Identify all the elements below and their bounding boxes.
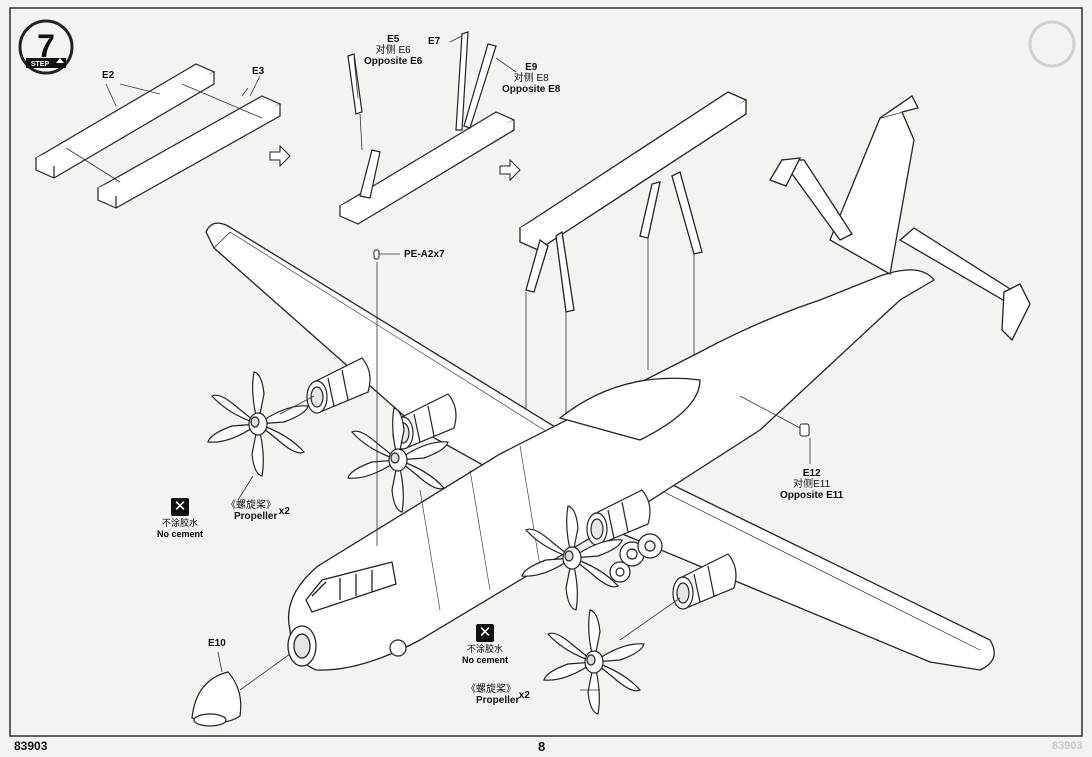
no-cement-cn: 不涂胶水 <box>466 644 503 654</box>
propeller <box>543 609 645 715</box>
no-cement-icon: ✕ <box>171 498 189 516</box>
cockpit <box>305 561 397 613</box>
rail-e2 <box>34 63 216 179</box>
e9-number: E9 <box>525 62 538 73</box>
propeller <box>207 371 309 477</box>
no-cement-en: No cement <box>156 529 203 539</box>
no-cement-icon: ✕ <box>476 624 494 642</box>
propeller-en: Propeller <box>476 695 520 706</box>
e10-nose-cone <box>191 671 242 727</box>
no-cement-cn: 不涂胶水 <box>161 518 198 528</box>
part-label-e2: E2 <box>102 70 115 81</box>
no-cement-callout-right: ✕ 不涂胶水 No cement <box>450 624 520 666</box>
pe-part-icon <box>373 249 380 260</box>
step-number: 7 <box>37 28 55 64</box>
part-label-e9: E9 对侧 E8 Opposite E8 <box>502 62 560 95</box>
propeller-callout-left: 《螺旋桨》 x2 Propeller <box>226 500 290 522</box>
faded-step-badge <box>1028 20 1076 68</box>
step-badge: 7 STEP <box>18 19 74 75</box>
e12-opposite-en: Opposite E11 <box>780 490 844 501</box>
part-label-e7: E7 <box>428 36 441 47</box>
landing-gear <box>389 533 663 657</box>
e5-number: E5 <box>387 34 400 45</box>
propeller-qty: x2 <box>518 690 530 701</box>
e9-opposite-en: Opposite E8 <box>502 84 561 95</box>
product-code: 83903 <box>14 739 48 753</box>
e9-opposite-cn: 对侧 E8 <box>513 73 549 84</box>
engine-nacelle <box>306 357 371 414</box>
e5-opposite-cn: 对侧 E6 <box>375 45 411 56</box>
e12-number: E12 <box>802 468 821 479</box>
corner-code: 83903 <box>1052 740 1083 752</box>
e5-opposite-en: Opposite E6 <box>364 56 423 67</box>
propeller-qty: x2 <box>278 506 290 517</box>
propeller-callout-right: 《螺旋桨》 x2 Propeller <box>466 684 530 706</box>
page-frame <box>9 7 1083 737</box>
step-label: STEP <box>31 61 50 68</box>
e12-part-icon <box>799 423 810 437</box>
e12-opposite-cn: 对侧E11 <box>793 479 831 490</box>
no-cement-callout-left: ✕ 不涂胶水 No cement <box>145 498 215 540</box>
vertical-tail <box>829 111 915 276</box>
rail-with-struts <box>338 31 516 225</box>
page-number: 8 <box>538 739 546 754</box>
propeller-en: Propeller <box>234 511 278 522</box>
propeller-cn: 《螺旋桨》 <box>226 500 276 511</box>
fuselage <box>287 269 935 671</box>
propeller-cn: 《螺旋桨》 <box>466 684 516 695</box>
part-label-e3: E3 <box>252 66 265 77</box>
assembly-arrow <box>499 158 521 182</box>
rail-e3 <box>96 95 282 209</box>
right-stabilizer <box>898 227 1019 305</box>
part-label-pe: PE-A2x7 <box>404 249 445 260</box>
part-label-e12: E12 对侧E11 Opposite E11 <box>780 468 843 501</box>
no-cement-en: No cement <box>461 655 508 665</box>
part-label-e5: E5 对侧 E6 Opposite E6 <box>364 34 422 67</box>
radar-beam-assembly <box>518 91 748 313</box>
part-label-e10: E10 <box>208 638 226 649</box>
aircraft <box>205 95 1031 671</box>
assembly-arrow <box>269 144 291 168</box>
